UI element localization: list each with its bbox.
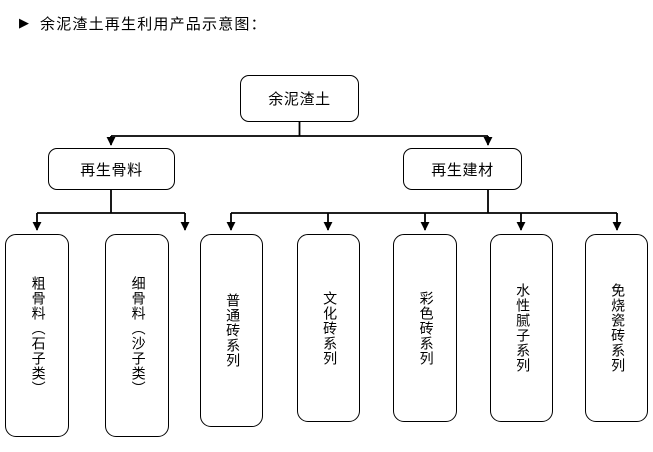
node-unfired-ceramic-tile-series-label: 免烧瓷砖系列 xyxy=(609,283,626,373)
node-fine-aggregate-label: 细骨料（沙子类） xyxy=(129,275,146,396)
node-culture-brick-series[interactable]: 文化砖系列 xyxy=(297,234,360,422)
node-common-brick-series-label: 普通砖系列 xyxy=(224,293,241,368)
node-common-brick-series[interactable]: 普通砖系列 xyxy=(200,234,263,427)
node-root-label: 余泥渣土 xyxy=(268,90,331,108)
node-unfired-ceramic-tile-series[interactable]: 免烧瓷砖系列 xyxy=(585,234,648,422)
page-title: ▶ 余泥渣土再生利用产品示意图： xyxy=(0,0,653,46)
node-water-based-putty-series[interactable]: 水性腻子系列 xyxy=(490,234,553,422)
node-water-based-putty-series-label: 水性腻子系列 xyxy=(514,283,531,373)
node-color-brick-series-label: 彩色砖系列 xyxy=(417,290,434,366)
node-recycled-aggregate[interactable]: 再生骨料 xyxy=(48,148,175,190)
node-culture-brick-series-label: 文化砖系列 xyxy=(321,290,338,366)
node-fine-aggregate[interactable]: 细骨料（沙子类） xyxy=(105,234,169,437)
page-title-text: 余泥渣土再生利用产品示意图： xyxy=(40,14,267,33)
node-coarse-aggregate[interactable]: 粗骨料（石子类） xyxy=(5,234,69,437)
node-recycled-building-material-label: 再生建材 xyxy=(431,160,494,179)
bullet-triangle-icon: ▶ xyxy=(19,15,29,31)
node-coarse-aggregate-label: 粗骨料（石子类） xyxy=(29,275,46,396)
node-recycled-building-material[interactable]: 再生建材 xyxy=(403,148,522,190)
node-color-brick-series[interactable]: 彩色砖系列 xyxy=(393,234,457,422)
node-root[interactable]: 余泥渣土 xyxy=(240,75,359,122)
node-recycled-aggregate-label: 再生骨料 xyxy=(80,160,143,179)
